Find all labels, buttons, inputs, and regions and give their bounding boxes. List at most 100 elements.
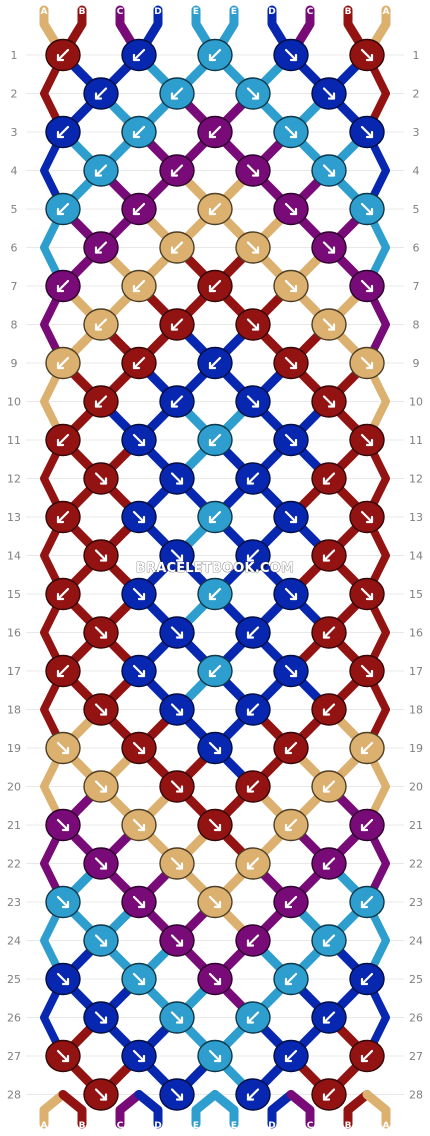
knot — [159, 77, 195, 110]
knot — [197, 346, 233, 380]
knot — [273, 500, 309, 534]
row-number: 24 — [409, 935, 423, 948]
row-number: 27 — [7, 1050, 21, 1063]
knot-arrow-shaft — [208, 510, 222, 524]
knot-arrow-head — [56, 592, 65, 601]
knot-arrow-head — [56, 53, 65, 62]
knot-arrow-shaft — [360, 818, 374, 832]
knot — [311, 847, 347, 880]
knot-arrow-shaft — [246, 703, 260, 716]
knot — [273, 731, 309, 765]
knot-arrow-head — [213, 977, 222, 986]
knot-arrow-head — [170, 246, 179, 254]
knot-arrow-shaft — [208, 279, 222, 293]
knot — [45, 1039, 81, 1073]
knot — [235, 847, 271, 880]
row-number: 1 — [11, 49, 18, 62]
knot-arrow-shaft — [56, 741, 70, 755]
knot-arrow-shaft — [246, 87, 260, 100]
knot-arrow-shaft — [94, 857, 108, 870]
knot-arrow-head — [208, 592, 217, 601]
knot-arrow-shaft — [94, 626, 108, 639]
strand-label: C — [307, 7, 314, 17]
row-number: 13 — [409, 511, 423, 524]
knot — [273, 885, 309, 919]
knot-arrow-head — [246, 708, 255, 716]
row-number: 28 — [409, 1089, 423, 1102]
knot-arrow-head — [94, 246, 103, 254]
knot-arrow-head — [56, 361, 65, 370]
strand-label: D — [154, 1121, 161, 1131]
knot — [83, 308, 119, 341]
knot — [197, 269, 233, 303]
knot — [83, 847, 119, 880]
row-number: 8 — [413, 319, 420, 332]
row-number: 4 — [413, 165, 420, 178]
knot-arrow-shaft — [132, 433, 146, 447]
knot — [45, 38, 81, 72]
knot-arrow-head — [289, 438, 298, 447]
knot-arrow-shaft — [94, 472, 108, 485]
knot-arrow-shaft — [360, 125, 374, 139]
knot-arrow-head — [365, 669, 374, 678]
knot — [83, 539, 119, 572]
knot — [349, 346, 385, 380]
knot-arrow-shaft — [56, 664, 70, 678]
knot-arrow-shaft — [246, 780, 260, 793]
knot — [349, 38, 385, 72]
knot-arrow-shaft — [322, 549, 336, 562]
knot — [45, 269, 81, 303]
knot-arrow-shaft — [208, 664, 222, 678]
knot-arrow-shaft — [284, 48, 298, 62]
knot-arrow-shaft — [208, 818, 222, 832]
knot-arrow-shaft — [170, 87, 184, 100]
strand-label: B — [79, 7, 86, 17]
knot-arrow-head — [99, 939, 108, 947]
knot-arrow-shaft — [170, 934, 184, 947]
knot-arrow-head — [251, 323, 260, 331]
knot-arrow-head — [365, 53, 374, 62]
row-number: 5 — [413, 203, 420, 216]
knot-arrow-shaft — [132, 587, 146, 601]
knot — [273, 1039, 309, 1073]
knot-arrow-head — [94, 92, 103, 100]
knot-arrow-head — [322, 862, 331, 870]
knot-arrow-shaft — [360, 972, 374, 986]
knot — [235, 154, 271, 187]
knot-arrow-head — [213, 746, 222, 755]
strand-label: B — [345, 1121, 352, 1131]
knot-arrow-shaft — [170, 164, 184, 177]
row-number: 20 — [409, 781, 423, 794]
knot-arrow-shaft — [94, 87, 108, 100]
knot-arrow-head — [322, 554, 331, 562]
knot — [159, 693, 195, 726]
knot-arrow-shaft — [94, 164, 108, 177]
knot — [235, 924, 271, 957]
knot — [235, 77, 271, 110]
strand-label: D — [154, 7, 161, 17]
knot — [311, 693, 347, 726]
knot-arrow-head — [365, 438, 374, 447]
knot — [159, 616, 195, 649]
knot-arrow-head — [132, 53, 141, 62]
knot-arrow-head — [99, 554, 108, 562]
knot — [349, 500, 385, 534]
knot-arrow-shaft — [94, 703, 108, 716]
knot-arrow-head — [170, 169, 179, 177]
knot-arrow-shaft — [94, 395, 108, 408]
knot — [159, 924, 195, 957]
knot-arrow-head — [208, 361, 217, 370]
knot-arrow-shaft — [360, 279, 374, 293]
strand-end — [191, 1090, 220, 1129]
knot-arrow-shaft — [132, 1049, 146, 1063]
knot-arrow-shaft — [208, 356, 222, 370]
row-number: 4 — [11, 165, 18, 178]
strand-end — [39, 1090, 68, 1129]
knot-arrow-shaft — [284, 818, 298, 832]
knot-arrow-shaft — [132, 972, 146, 986]
knot-arrow-shaft — [170, 780, 184, 793]
strand-label: B — [79, 1121, 86, 1131]
knot-arrow-head — [246, 939, 255, 947]
knot-arrow-head — [289, 669, 298, 678]
